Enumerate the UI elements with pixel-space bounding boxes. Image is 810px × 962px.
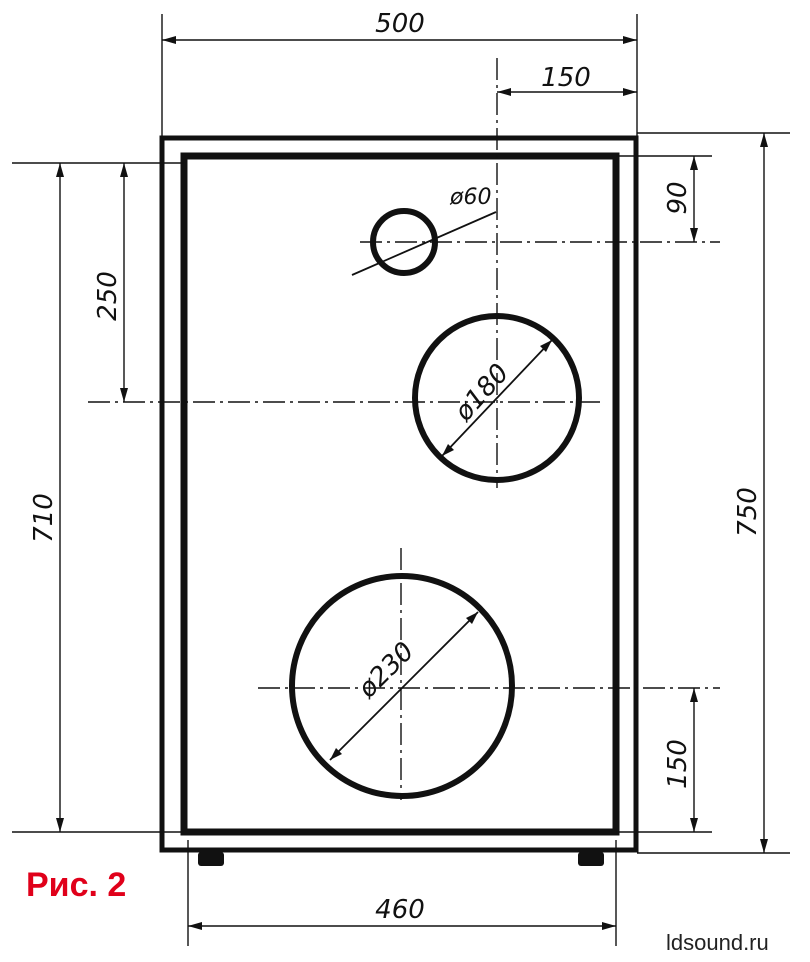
dim-left-offset: 250 bbox=[93, 271, 123, 321]
large-arrow-bottom bbox=[330, 748, 342, 760]
watermark: ldsound.ru bbox=[666, 930, 769, 955]
center-lines bbox=[88, 58, 720, 800]
medium-arrow-bottom bbox=[442, 444, 454, 456]
large-hole bbox=[289, 573, 515, 799]
left-foot bbox=[198, 852, 224, 866]
large-hole-label: ø230 bbox=[352, 637, 420, 705]
small-hole bbox=[370, 208, 438, 276]
arrowheads bbox=[56, 36, 768, 930]
medium-arrow-top bbox=[540, 340, 552, 352]
large-arrow-top bbox=[466, 612, 478, 624]
small-hole-label: ø60 bbox=[449, 185, 491, 210]
small-hole-leader bbox=[351, 211, 497, 276]
medium-hole-leader bbox=[441, 339, 553, 457]
extension-lines bbox=[12, 14, 790, 946]
large-hole-leader bbox=[329, 611, 479, 761]
inner-panel bbox=[180, 152, 620, 836]
dim-overall-height: 750 bbox=[733, 487, 763, 537]
dim-bottom-offset: 150 bbox=[663, 739, 693, 789]
dim-inner-width: 460 bbox=[375, 895, 425, 925]
dim-top-offset: 90 bbox=[663, 181, 693, 214]
dimension-lines bbox=[59, 39, 765, 927]
dim-overall-width: 500 bbox=[375, 9, 425, 39]
dim-offset-right: 150 bbox=[541, 63, 591, 93]
medium-hole-label: ø180 bbox=[448, 358, 515, 428]
right-foot bbox=[578, 852, 604, 866]
outer-panel bbox=[159, 135, 639, 853]
medium-hole bbox=[412, 313, 582, 483]
figure-label: Рис. 2 bbox=[26, 866, 127, 904]
dim-inner-height: 710 bbox=[29, 493, 59, 543]
